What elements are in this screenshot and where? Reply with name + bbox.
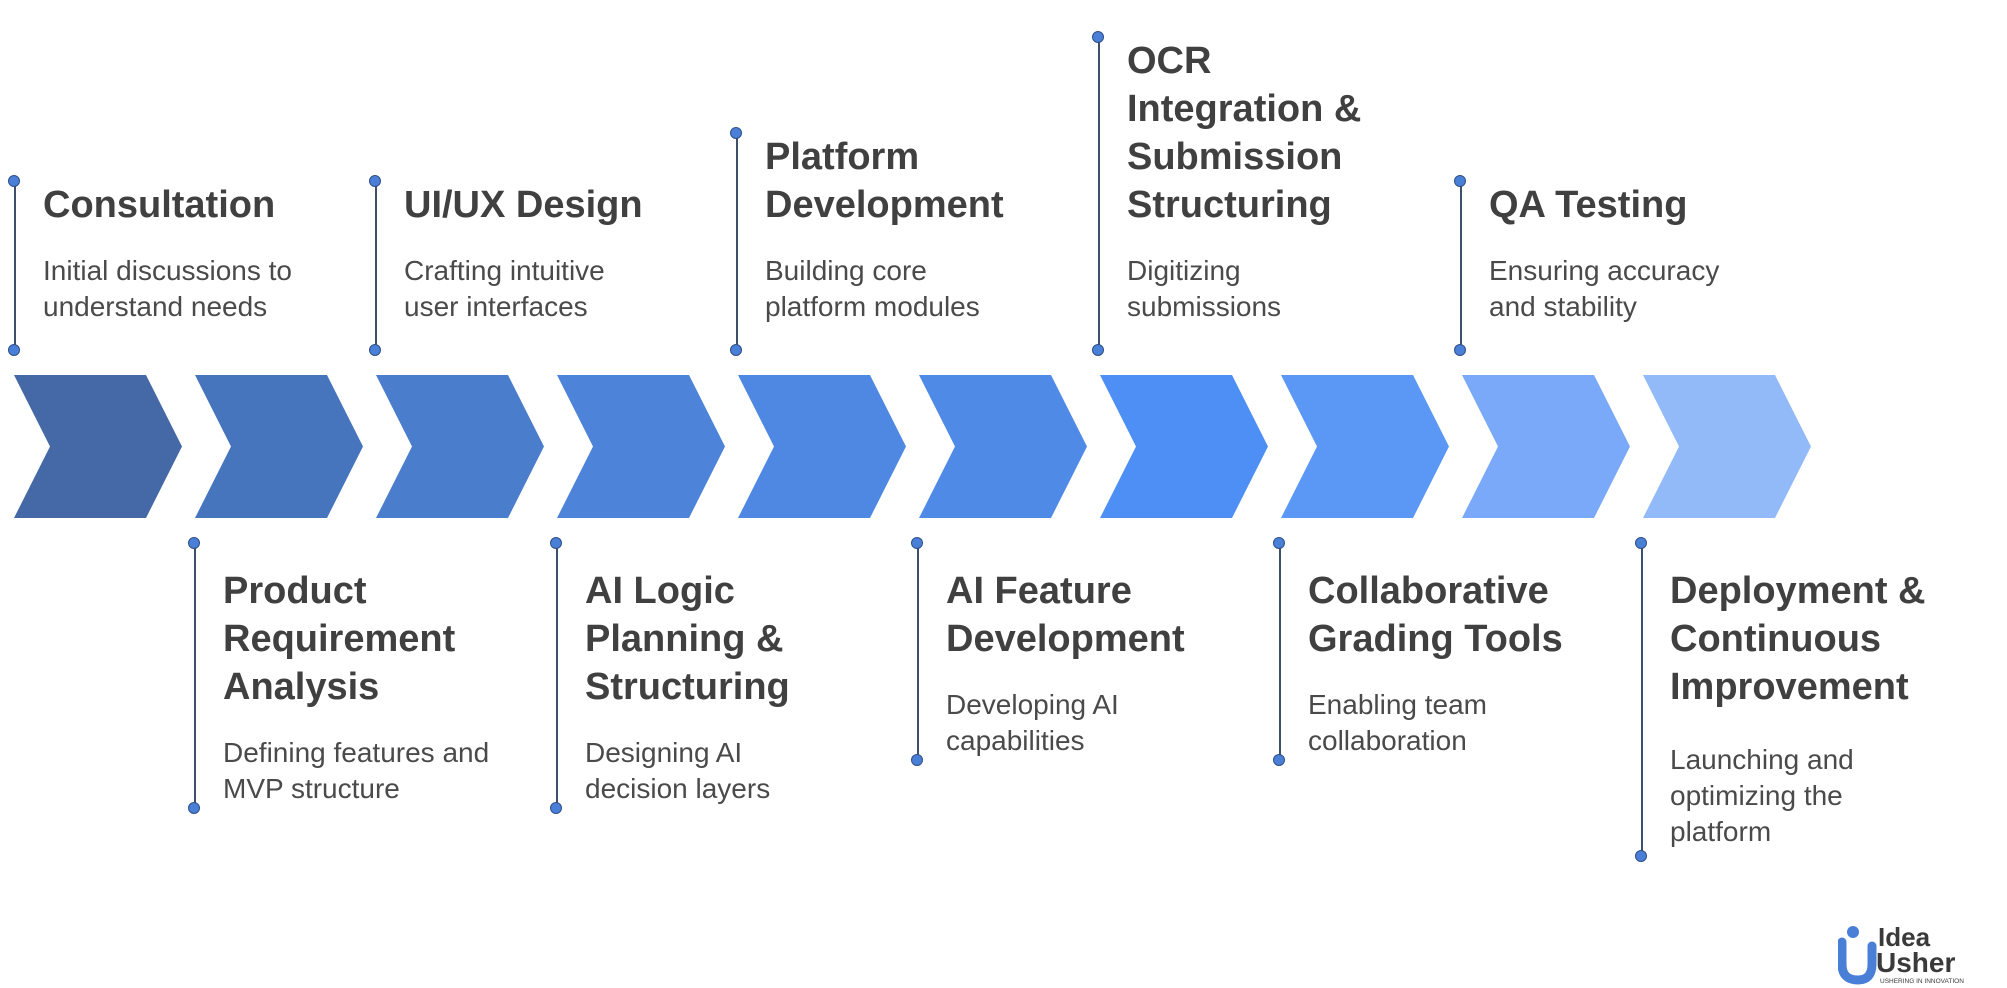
step-title: Platform Development	[765, 136, 1004, 226]
connector-dot-bottom	[730, 344, 742, 356]
chevron-step-4	[557, 375, 725, 518]
connector-line	[917, 542, 919, 760]
connector-dot-bottom	[369, 344, 381, 356]
connector-line	[1641, 542, 1643, 856]
connector-dot-bottom	[1454, 344, 1466, 356]
connector-dot-bottom	[911, 754, 923, 766]
chevron-step-7	[1100, 375, 1268, 518]
connector-dot-top	[1454, 175, 1466, 187]
connector-dot-bottom	[188, 802, 200, 814]
chevron-step-2	[195, 375, 363, 518]
connector-dot-top	[1092, 31, 1104, 43]
svg-text:USHERING IN INNOVATION: USHERING IN INNOVATION	[1880, 978, 1964, 985]
step-title: AI Logic Planning & Structuring	[585, 570, 790, 708]
step-title: UI/UX Design	[404, 184, 643, 226]
step-title: OCR Integration & Submission Structuring	[1127, 40, 1362, 226]
chevron-step-6	[919, 375, 1087, 518]
connector-line	[556, 542, 558, 808]
step-description: Defining features and MVP structure	[223, 737, 490, 804]
step-description: Enabling team collaboration	[1308, 689, 1488, 756]
step-description: Developing AI capabilities	[946, 689, 1119, 756]
step-title: Deployment & Continuous Improvement	[1670, 570, 1926, 708]
connector-line	[1098, 36, 1100, 350]
step-description: Ensuring accuracy and stability	[1489, 255, 1720, 322]
step-description: Launching and optimizing the platform	[1670, 744, 1854, 847]
step-title: Consultation	[43, 184, 276, 226]
connector-dot-top	[1273, 537, 1285, 549]
step-description: Initial discussions to understand needs	[43, 255, 293, 322]
step-title: Product Requirement Analysis	[223, 570, 456, 708]
connector-line	[14, 180, 16, 350]
connector-line	[1279, 542, 1281, 760]
svg-text:Idea: Idea	[1878, 922, 1931, 952]
connector-dot-top	[911, 537, 923, 549]
connector-line	[194, 542, 196, 808]
chevron-step-3	[376, 375, 544, 518]
connector-dot-top	[730, 127, 742, 139]
connector-dot-top	[550, 537, 562, 549]
connector-dot-top	[1635, 537, 1647, 549]
chevron-step-9	[1462, 375, 1630, 518]
step-description: Designing AI decision layers	[585, 737, 771, 804]
svg-text:Usher: Usher	[1876, 947, 1955, 978]
step-title: QA Testing	[1489, 184, 1688, 226]
step-description: Building core platform modules	[765, 255, 980, 322]
step-description: Crafting intuitive user interfaces	[404, 255, 605, 322]
connector-dot-top	[188, 537, 200, 549]
step-title: AI Feature Development	[946, 570, 1185, 660]
connector-line	[1460, 180, 1462, 350]
step-title: Collaborative Grading Tools	[1308, 570, 1563, 660]
chevron-step-1	[14, 375, 182, 518]
chevron-step-5	[738, 375, 906, 518]
connector-dot-top	[369, 175, 381, 187]
connector-dot-bottom	[1092, 344, 1104, 356]
idea-usher-logo: Idea Usher USHERING IN INNOVATION	[1838, 922, 1964, 985]
chevron-step-10	[1643, 375, 1811, 518]
connector-dot-top	[8, 175, 20, 187]
connector-dot-bottom	[550, 802, 562, 814]
connector-dot-bottom	[1635, 850, 1647, 862]
connector-line	[375, 180, 377, 350]
step-description: Digitizing submissions	[1127, 255, 1282, 322]
connector-dot-bottom	[1273, 754, 1285, 766]
chevron-step-8	[1281, 375, 1449, 518]
connector-line	[736, 132, 738, 350]
connector-dot-bottom	[8, 344, 20, 356]
